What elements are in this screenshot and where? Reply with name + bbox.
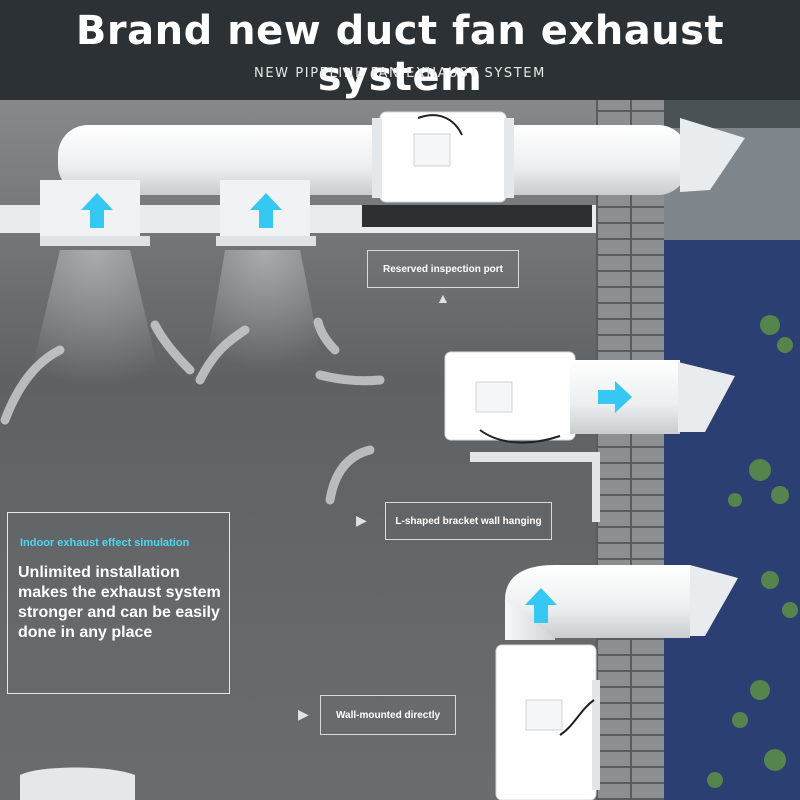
brick-wall <box>596 100 664 800</box>
exterior-view <box>664 100 800 800</box>
triangle-pointer-icon: ▶ <box>356 512 367 528</box>
info-body: Unlimited installation makes the exhaust… <box>18 564 221 641</box>
info-heading: Indoor exhaust effect simulation <box>20 537 190 549</box>
up-arrow-icon <box>250 193 282 228</box>
up-arrow-icon <box>525 588 557 623</box>
header-banner: Brand new duct fan exhaust system NEW PI… <box>0 0 800 100</box>
callout-bracket: L-shaped bracket wall hanging <box>385 502 552 540</box>
right-arrow-icon <box>598 381 632 413</box>
triangle-pointer-icon: ▶ <box>298 706 309 722</box>
lower-duct <box>495 565 738 800</box>
info-panel: Indoor exhaust effect simulation Unlimit… <box>7 512 230 694</box>
chair-back <box>20 767 135 800</box>
airflow-cone <box>200 250 330 400</box>
top-fan <box>372 111 514 203</box>
cyan-arrows <box>81 193 632 623</box>
callout-wall-mounted: Wall-mounted directly <box>320 695 456 735</box>
triangle-pointer-icon: ▲ <box>436 290 450 306</box>
airflow-cone <box>20 250 170 420</box>
up-arrow-icon <box>81 193 113 228</box>
flow-arrows <box>0 317 385 505</box>
callout-inspection-port: Reserved inspection port <box>367 250 519 288</box>
page-subtitle: NEW PIPELINE FAN EXHAUST SYSTEM <box>254 66 546 81</box>
plant-foliage <box>707 315 798 788</box>
middle-fan <box>444 351 735 522</box>
page-title: Brand new duct fan exhaust system <box>75 8 725 100</box>
